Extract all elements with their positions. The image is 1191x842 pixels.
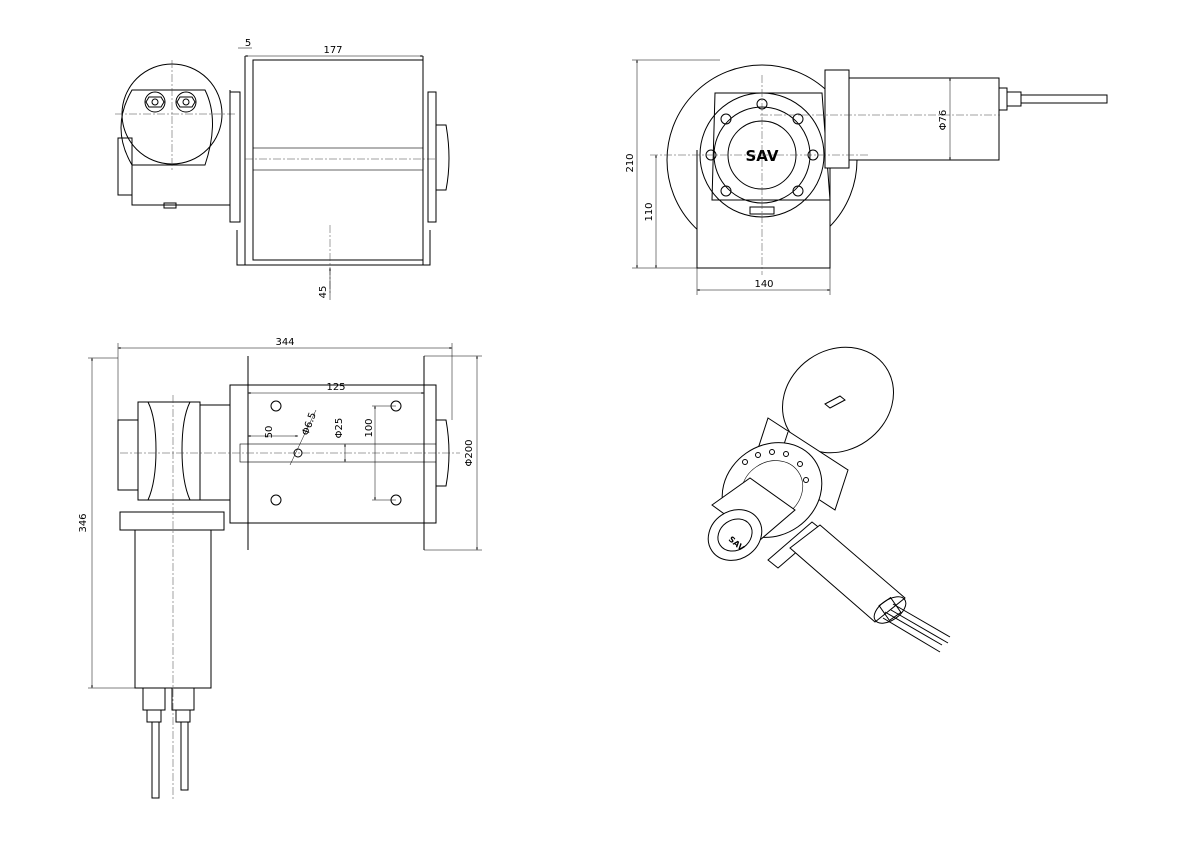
dim-motor-diameter: Φ76 — [938, 110, 949, 131]
dim-hole-diameter: Φ6.5 — [300, 411, 318, 437]
dim-clearance-45: 45 — [318, 286, 329, 299]
side-view: SAV 210 110 140 Φ76 — [625, 59, 1108, 295]
dim-total-height-346: 346 — [78, 513, 89, 532]
dim-axis-height-110: 110 — [644, 202, 655, 221]
dim-height-210: 210 — [625, 153, 636, 172]
cable-gland-icon — [175, 91, 197, 113]
dim-width-177: 177 — [323, 45, 342, 56]
dim-total-width-344: 344 — [275, 337, 294, 348]
dim-hole-offset-50: 50 — [264, 426, 275, 439]
dim-drum-length-125: 125 — [326, 382, 345, 393]
dim-hole-spacing-100: 100 — [364, 418, 375, 437]
isometric-view: SAV — [707, 346, 951, 653]
dim-shaft-diameter: Φ25 — [334, 418, 345, 439]
dim-base-width-140: 140 — [754, 279, 773, 290]
dim-flange-diameter: Φ200 — [464, 440, 475, 467]
cable-gland-icon — [144, 91, 166, 113]
top-view: 177 5 45 — [115, 38, 450, 300]
dim-flange-5: 5 — [245, 38, 251, 49]
plan-view: 344 125 50 — [78, 337, 482, 800]
